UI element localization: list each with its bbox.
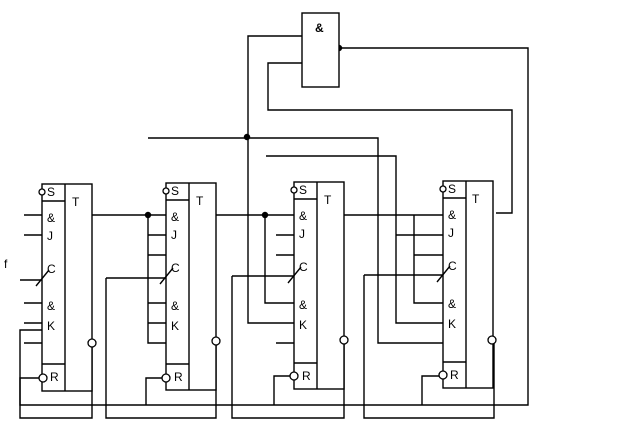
flipflop-3: S T & J C & K R (287, 181, 349, 390)
reset-inverter-bubble (438, 370, 448, 380)
flipflop-body (165, 182, 217, 391)
output-inverter-bubble (487, 335, 497, 345)
and-label: & (47, 299, 55, 313)
junction-dot (261, 211, 269, 219)
and-gate-body (301, 12, 340, 88)
and-label: & (299, 298, 307, 312)
reset-inverter-bubble (38, 373, 48, 383)
k-label: K (171, 319, 179, 333)
flipflop-2: S T & J C & K R (159, 182, 221, 391)
clock-label: C (299, 260, 308, 274)
clock-edge-mark (436, 265, 451, 283)
and-label: & (448, 208, 456, 222)
set-inverter-bubble (439, 185, 447, 193)
and-gate-symbol: & (315, 21, 324, 35)
set-inverter-bubble (290, 186, 298, 194)
flipflop-body (293, 181, 345, 390)
set-label: S (47, 185, 55, 199)
and-label: & (171, 210, 179, 224)
k-label: K (299, 318, 307, 332)
j-label: J (171, 228, 177, 242)
toggle-label: T (472, 192, 480, 206)
set-label: S (299, 183, 307, 197)
and-label: & (299, 209, 307, 223)
flipflop-body (442, 180, 494, 389)
junction-dot (243, 133, 251, 141)
junction-dot (144, 211, 152, 219)
flipflop-body (41, 183, 93, 392)
reset-inverter-bubble (289, 371, 299, 381)
clock-label: C (448, 259, 457, 273)
and-label: & (47, 211, 55, 225)
k-label: K (47, 319, 55, 333)
reset-label: R (450, 368, 459, 382)
clock-input-label: f (4, 257, 8, 271)
and-label: & (448, 297, 456, 311)
clock-edge-mark (35, 269, 50, 287)
output-inverter-bubble (339, 335, 349, 345)
clock-label: C (47, 262, 56, 276)
and-label: & (171, 299, 179, 313)
toggle-label: T (324, 193, 332, 207)
clock-edge-mark (287, 266, 302, 284)
j-label: J (448, 226, 454, 240)
set-label: S (448, 182, 456, 196)
k-label: K (448, 317, 456, 331)
j-label: J (47, 229, 53, 243)
and-gate: & (301, 12, 340, 88)
set-inverter-bubble (38, 188, 46, 196)
toggle-label: T (196, 194, 204, 208)
reset-inverter-bubble (161, 373, 171, 383)
reset-label: R (174, 370, 183, 384)
flipflop-4: S T & J C & K R (436, 180, 497, 389)
output-inverter-bubble (211, 336, 221, 346)
reset-label: R (50, 370, 59, 384)
clock-label: C (171, 261, 180, 275)
j-label: J (299, 227, 305, 241)
set-inverter-bubble (162, 187, 170, 195)
wires (19, 35, 529, 419)
clock-edge-mark (159, 267, 174, 285)
output-inverter-bubble (87, 338, 97, 348)
toggle-label: T (72, 195, 80, 209)
flipflop-1: S T & J C & K R (35, 183, 97, 392)
set-label: S (171, 184, 179, 198)
reset-label: R (302, 369, 311, 383)
